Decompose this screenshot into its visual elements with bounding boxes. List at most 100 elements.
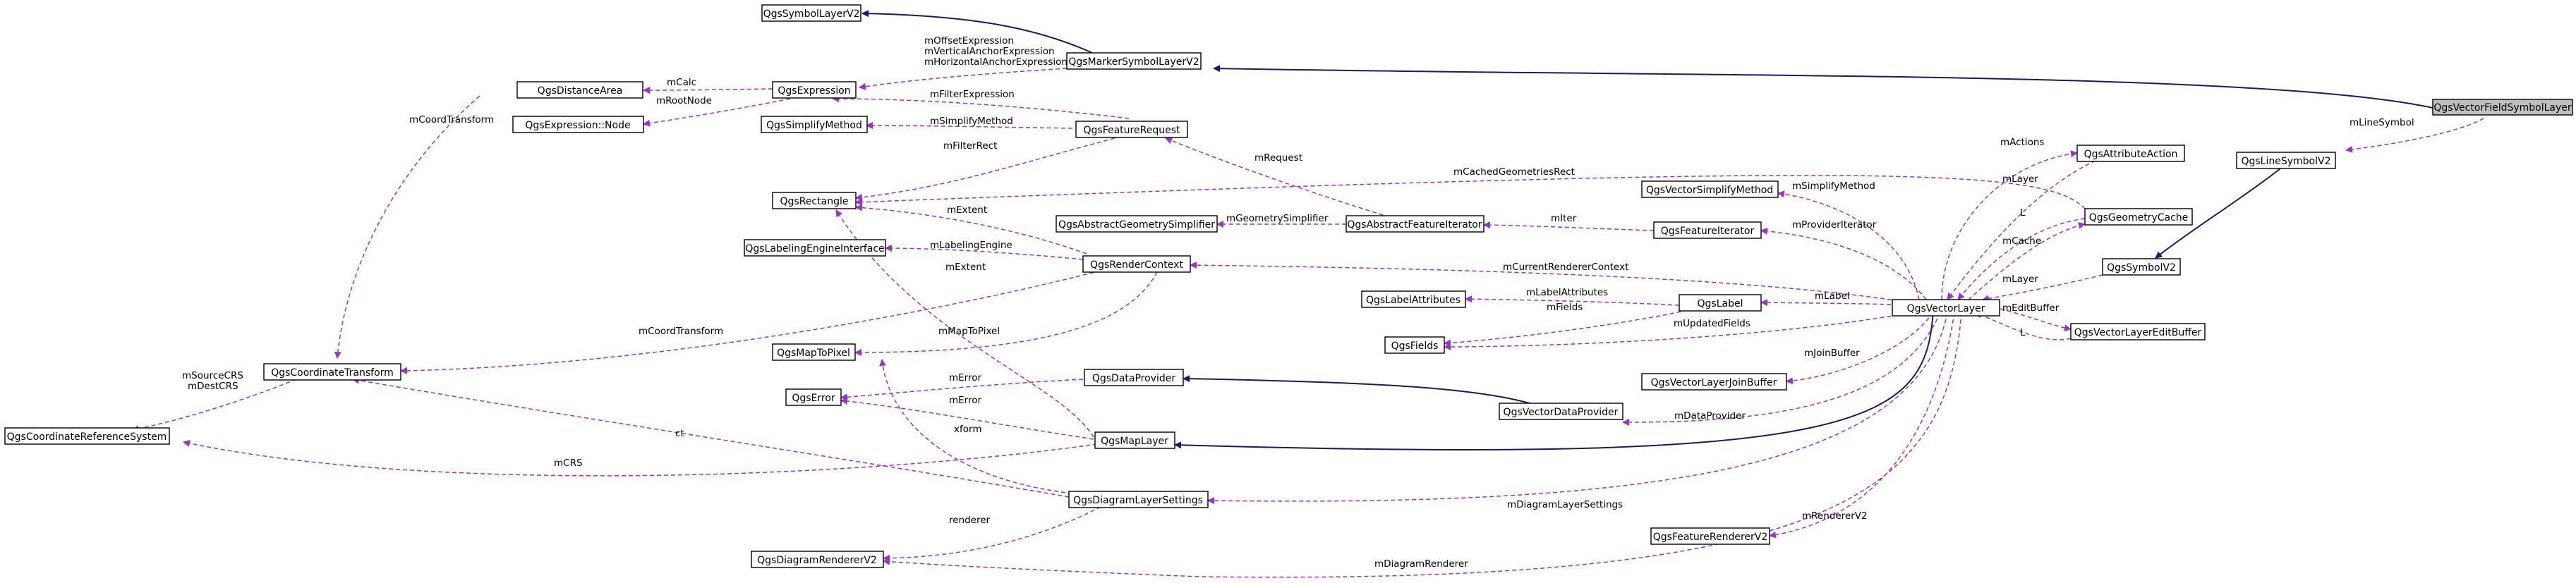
- node-qgsmaplayer[interactable]: QgsMapLayer: [1094, 431, 1175, 449]
- node-qgssymbolv2[interactable]: QgsSymbolV2: [2102, 258, 2181, 276]
- edge-merror-dp: [840, 379, 1084, 401]
- node-qgslinesymbolv2[interactable]: QgsLineSymbolV2: [2236, 152, 2336, 169]
- node-label: QgsSimplifyMethod: [766, 120, 862, 131]
- edge-labels: mLineSymbol mOffsetExpression mVerticalA…: [182, 35, 2414, 570]
- node-label: QgsCoordinateTransform: [271, 367, 394, 379]
- node-label: QgsDiagramRendererV2: [757, 555, 877, 566]
- node-label: QgsRenderContext: [1090, 259, 1183, 271]
- node-qgsvectorlayereditbuffer[interactable]: QgsVectorLayerEditBuffer: [2070, 323, 2206, 340]
- node-qgsvectorsimplifymethod[interactable]: QgsVectorSimplifyMethod: [1641, 180, 1779, 198]
- label-renderer: renderer: [949, 515, 991, 526]
- node-label: QgsDiagramLayerSettings: [1073, 495, 1203, 506]
- node-qgsvectordataprovider[interactable]: QgsVectorDataProvider: [1499, 403, 1623, 420]
- label-mverticalanchorexpression: mVerticalAnchorExpression: [924, 46, 1055, 57]
- node-label: QgsRectangle: [780, 196, 849, 207]
- label-mextent-ml: mExtent: [945, 262, 986, 273]
- node-label: QgsVectorLayer: [1907, 303, 1985, 314]
- node-label: QgsSymbolV2: [2107, 262, 2176, 274]
- edge-l-eb: [1975, 312, 2072, 340]
- label-mcache: mCache: [2002, 235, 2041, 247]
- node-label: QgsVectorDataProvider: [1504, 407, 1619, 418]
- node-label: QgsExpression::Node: [525, 120, 630, 131]
- edge-mfields: [1444, 309, 1688, 347]
- node-qgsrendercontext[interactable]: QgsRenderContext: [1082, 255, 1191, 273]
- label-mfields: mFields: [1547, 302, 1583, 313]
- node-qgsdiagramrendererv2[interactable]: QgsDiagramRendererV2: [751, 551, 884, 568]
- node-label: QgsVectorSimplifyMethod: [1646, 185, 1773, 196]
- node-qgsmarkersymbollayerv2[interactable]: QgsMarkerSymbolLayerV2: [1066, 52, 1202, 70]
- node-label: QgsCoordinateReferenceSystem: [7, 431, 167, 443]
- node-qgscoordinatetransform[interactable]: QgsCoordinateTransform: [263, 363, 401, 381]
- node-label: QgsFeatureIterator: [1661, 226, 1755, 237]
- edge-mcrs: [183, 439, 1098, 477]
- node-qgsabstractfeatureiterator[interactable]: QgsAbstractFeatureIterator: [1346, 215, 1484, 233]
- label-mcoordtransform-rc: mCoordTransform: [639, 326, 723, 337]
- node-qgslabelattributes[interactable]: QgsLabelAttributes: [1361, 290, 1466, 308]
- edge-mcache: [1968, 222, 2086, 300]
- node-qgsattributeaction[interactable]: QgsAttributeAction: [2076, 145, 2185, 162]
- edge-l-gc: [1957, 218, 2086, 300]
- edge-mfilterexpression: [832, 95, 1130, 119]
- node-qgslabel[interactable]: QgsLabel: [1679, 294, 1762, 312]
- edge-meditbuffer: [2000, 308, 2072, 332]
- edge-ct: [352, 376, 1070, 498]
- label-merror-ml: mError: [949, 395, 982, 406]
- edges: [132, 10, 2484, 578]
- node-qgsrectangle[interactable]: QgsRectangle: [772, 192, 857, 209]
- label-mrootnode: mRootNode: [656, 95, 712, 106]
- node-qgsgeometrycache[interactable]: QgsGeometryCache: [2084, 208, 2193, 226]
- node-label: QgsVectorLayerEditBuffer: [2074, 327, 2202, 338]
- label-mdataprovider: mDataProvider: [1674, 410, 1746, 422]
- edge-mactions: [1941, 150, 2078, 300]
- node-qgserror[interactable]: QgsError: [785, 388, 842, 406]
- node-qgsfeaturerequest[interactable]: QgsFeatureRequest: [1075, 121, 1188, 138]
- node-qgsdataprovider[interactable]: QgsDataProvider: [1084, 369, 1184, 386]
- node-label: QgsMapToPixel: [777, 348, 850, 359]
- label-mfilterrect: mFilterRect: [943, 140, 997, 152]
- node-qgsvectorfieldsymbollayer[interactable]: QgsVectorFieldSymbolLayer: [2432, 99, 2573, 116]
- label-mlabelingengine: mLabelingEngine: [930, 240, 1012, 251]
- edge-mdiagramlayersettings: [1207, 312, 1948, 505]
- node-qgsexpression[interactable]: QgsExpression: [772, 81, 857, 99]
- label-mrendererv2: mRendererV2: [1802, 510, 1868, 522]
- node-qgslabelingengineinterface[interactable]: QgsLabelingEngineInterface: [744, 239, 886, 257]
- node-label: QgsError: [792, 393, 835, 404]
- node-label: QgsAbstractFeatureIterator: [1347, 219, 1482, 231]
- node-qgsdiagramlayersettings[interactable]: QgsDiagramLayerSettings: [1068, 491, 1209, 508]
- label-l-eb: L: [2020, 327, 2026, 338]
- node-label: QgsAttributeAction: [2084, 149, 2178, 160]
- edge-mlayer-aa: [1947, 160, 2096, 300]
- node-label: QgsVectorLayerJoinBuffer: [1651, 377, 1777, 388]
- node-qgsfeaturerendererv2[interactable]: QgsFeatureRendererV2: [1650, 527, 1770, 545]
- label-mcalc: mCalc: [667, 77, 696, 88]
- node-label: QgsGeometryCache: [2089, 212, 2189, 223]
- edge-mcoordtransform-rc: [400, 270, 1101, 374]
- edge-mupdatedfields: [1444, 313, 1906, 350]
- node-qgssymbollayerv2[interactable]: QgsSymbolLayerV2: [761, 4, 861, 22]
- node-qgsmaptopixel[interactable]: QgsMapToPixel: [772, 343, 856, 361]
- edge-mdiagramrenderer: [883, 312, 1962, 578]
- node-qgssimplifymethod[interactable]: QgsSimplifyMethod: [761, 116, 868, 133]
- edge-mlabel: [1760, 299, 1892, 307]
- node-qgsabstractgeometrysimplifier[interactable]: QgsAbstractGeometrySimplifier: [1056, 215, 1218, 233]
- edge-mmaptopixel: [854, 271, 1158, 356]
- node-qgsexpression-node[interactable]: QgsExpression::Node: [512, 116, 644, 133]
- edge-mrequest: [1165, 137, 1384, 216]
- edge-mlabelattributes: [1465, 295, 1680, 306]
- label-mupdatedfields: mUpdatedFields: [1674, 318, 1750, 329]
- node-qgscoordinatereferencesystem[interactable]: QgsCoordinateReferenceSystem: [4, 427, 170, 445]
- node-qgsfeatureiterator[interactable]: QgsFeatureIterator: [1653, 221, 1762, 239]
- edge-msourcecrs: [132, 379, 297, 433]
- edge-inherit-marker-to-symbollayer: [861, 10, 1093, 54]
- node-qgsfields[interactable]: QgsFields: [1384, 336, 1445, 354]
- edge-mlayer-sym: [1982, 274, 2103, 302]
- node-label: QgsLabelingEngineInterface: [745, 243, 884, 254]
- node-qgsvectorlayerjoinbuffer[interactable]: QgsVectorLayerJoinBuffer: [1641, 373, 1787, 391]
- label-mmaptopixel: mMapToPixel: [938, 326, 1000, 337]
- node-qgsdistancearea[interactable]: QgsDistanceArea: [516, 81, 643, 99]
- node-qgsvectorlayer[interactable]: QgsVectorLayer: [1892, 299, 2000, 317]
- label-mcrs: mCRS: [554, 458, 583, 469]
- node-label: QgsLabelAttributes: [1366, 295, 1461, 306]
- label-mlabel: mLabel: [1815, 290, 1850, 302]
